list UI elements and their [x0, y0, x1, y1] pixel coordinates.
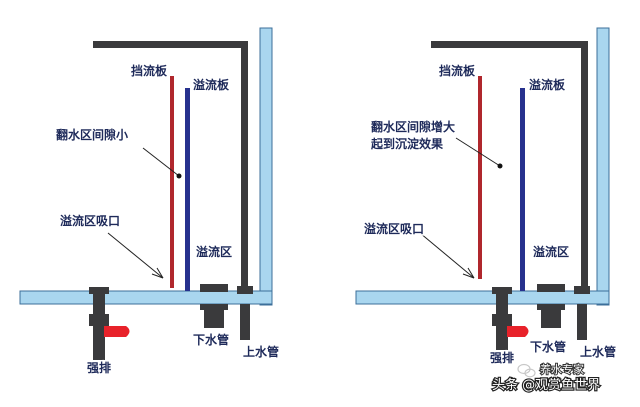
left-drain-label: 强排 [87, 360, 111, 375]
left-overflow-label: 溢流板 [193, 77, 230, 92]
watermark: 养水专家 头条 @观赏鱼世界 [491, 361, 602, 394]
right-baffle-plate [478, 76, 482, 279]
left-baffle-plate [170, 76, 174, 288]
right-gap-label-line1: 翻水区间隙增大 [371, 119, 455, 134]
wechat-icon [517, 363, 536, 378]
left-intake-leader [107, 232, 164, 279]
left-up-pipe-lower [240, 304, 250, 340]
left-diagram: 挡流板 溢流板 翻水区间隙小 溢流区吸口 溢流区 强排 下水管 上水管 [19, 27, 281, 377]
right-overflow-plate [520, 88, 525, 291]
right-drain-label: 强排 [490, 350, 514, 365]
left-intake-label: 溢流区吸口 [60, 213, 120, 228]
left-down-pipe-label: 下水管 [193, 332, 229, 347]
left-up-pipe-fitting [237, 286, 253, 294]
left-gap-dot [176, 173, 182, 179]
right-gap-leader [455, 137, 501, 167]
right-down-pipe-label: 下水管 [530, 339, 566, 354]
right-tank-bottom [355, 290, 610, 305]
right-gap-dot [497, 163, 503, 169]
right-overflow-label: 溢流板 [529, 77, 566, 92]
right-gap-label-line2: 起到沉淀效果 [370, 136, 443, 151]
left-valve-handle [104, 326, 130, 337]
right-down-pipe-top [537, 284, 565, 292]
left-drain-fitting [89, 287, 109, 294]
left-gap-label: 翻水区间隙小 [56, 127, 128, 142]
left-tank-wall [259, 27, 273, 306]
left-down-pipe-mid [200, 304, 228, 310]
right-intake-label: 溢流区吸口 [364, 221, 424, 236]
watermark-main: 头条 @观赏鱼世界 [492, 377, 600, 393]
right-up-pipe-fitting [574, 286, 590, 294]
right-up-pipe-lower [577, 304, 587, 340]
left-tank-bottom [19, 290, 273, 305]
right-diagram: 挡流板 溢流板 翻水区间隙增大 起到沉淀效果 溢流区吸口 溢流区 强排 下水管 … [355, 27, 618, 367]
left-up-pipe-label: 上水管 [243, 344, 279, 359]
right-zone-label: 溢流区 [533, 244, 569, 259]
left-baffle-label: 挡流板 [131, 63, 168, 78]
right-baffle-label: 挡流板 [439, 63, 476, 78]
left-drain-fitting-2 [89, 314, 109, 326]
right-tank-wall [596, 27, 610, 306]
right-drain-fitting-2 [492, 314, 512, 326]
right-intake-leader [419, 232, 475, 279]
left-zone-label: 溢流区 [196, 244, 232, 259]
watermark-sub: 养水专家 [540, 362, 584, 376]
left-gap-leader [142, 147, 180, 177]
right-down-pipe-mid [537, 304, 565, 310]
left-overflow-plate [185, 88, 190, 291]
right-valve-handle [507, 326, 529, 337]
right-intake-arrow [462, 267, 475, 279]
right-drain-fitting [492, 287, 512, 294]
left-down-pipe-top [200, 284, 228, 292]
right-up-pipe-label: 上水管 [580, 344, 616, 359]
left-intake-arrow [151, 267, 164, 279]
